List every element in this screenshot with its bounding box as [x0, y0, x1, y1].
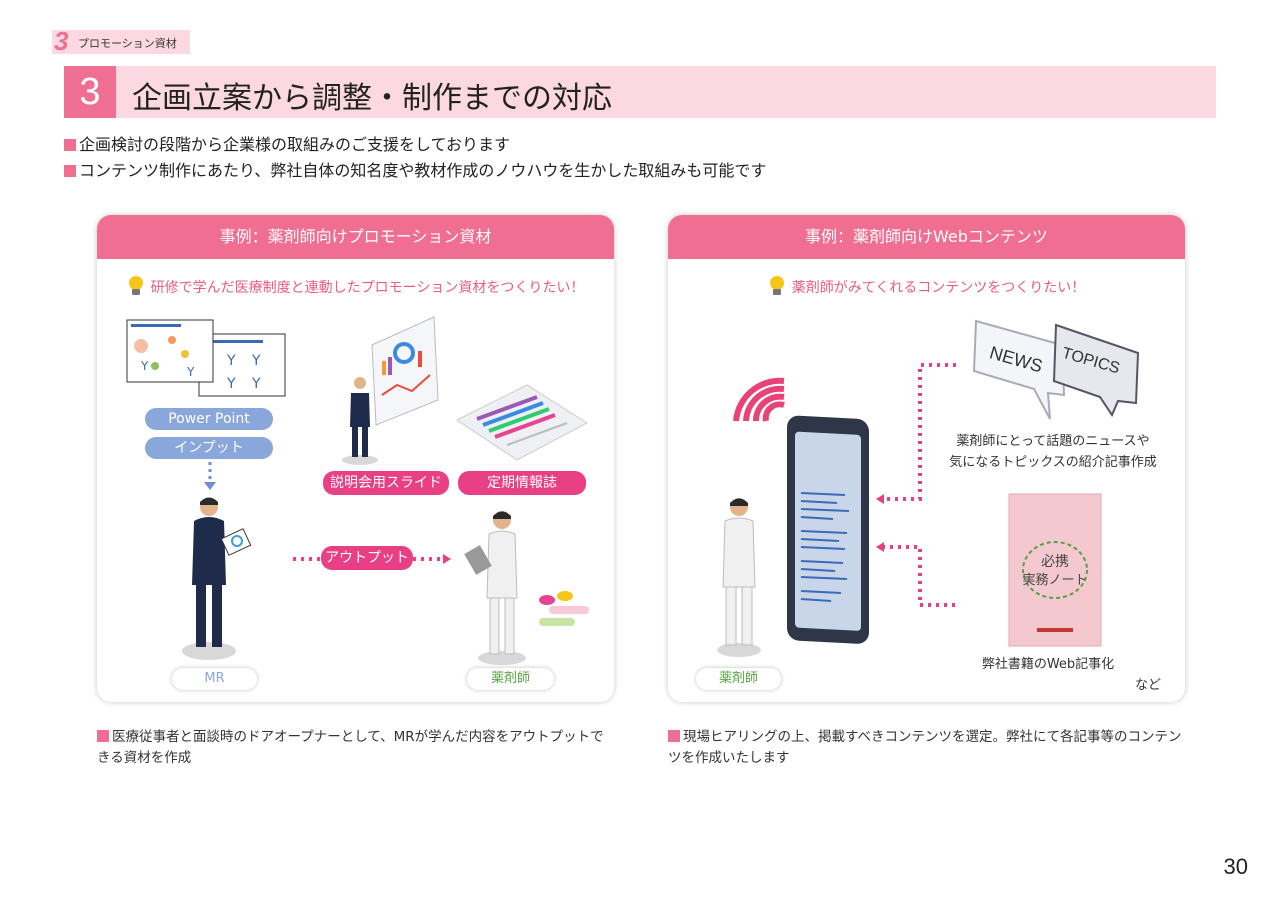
note-square-icon: [97, 730, 109, 742]
section-number: 3: [54, 26, 69, 56]
section-label: プロモーション資材: [78, 37, 177, 50]
news-topics-bubbles-illustration: NEWS TOPICS: [972, 319, 1140, 420]
news-caption-line-2: 気になるトピックスの紹介記事作成: [949, 455, 1157, 470]
page-title: 企画立案から調整・制作までの対応: [132, 81, 612, 116]
mr-label: MR: [172, 668, 257, 690]
section-tag: 3 プロモーション資材: [52, 26, 190, 56]
pharmacist-label: 薬剤師: [467, 668, 554, 690]
title-number: 3: [64, 66, 116, 118]
title-bar: 3 企画立案から調整・制作までの対応: [64, 66, 1216, 118]
powerpoint-document-icon: Y Y Y Y Y Y: [126, 319, 286, 397]
svg-text:Y: Y: [251, 353, 261, 369]
right-case-card: 事例：薬剤師向けWebコンテンツ 薬剤師がみてくれるコンテンツをつくりたい！: [668, 215, 1185, 702]
pharmacist-illustration: [464, 511, 589, 665]
bullet-square-icon: [64, 165, 76, 177]
smartphone-illustration: [787, 415, 869, 644]
book-title-line-2: 実務ノート: [1022, 572, 1087, 588]
bullet-1: 企画検討の段階から企業様の取組みのご支援をしております: [64, 131, 510, 155]
right-card-subtitle: 薬剤師がみてくれるコンテンツをつくりたい！: [668, 275, 1185, 297]
right-note: 現場ヒアリングの上、掲載すべきコンテンツを選定。弊社にて各記事等のコンテンツを作…: [668, 727, 1188, 769]
right-subtitle-text: 薬剤師がみてくれるコンテンツをつくりたい！: [791, 280, 1086, 296]
left-case-card: 事例：薬剤師向けプロモーション資材 研修で学んだ医療制度と連動したプロモーション…: [97, 215, 614, 702]
left-card-subtitle: 研修で学んだ医療制度と連動したプロモーション資材をつくりたい！: [97, 275, 614, 297]
input-label: インプット: [145, 437, 273, 459]
mr-figure-illustration: [182, 497, 252, 660]
right-note-text: 現場ヒアリングの上、掲載すべきコンテンツを選定。弊社にて各記事等のコンテンツを作…: [668, 729, 1182, 766]
presenter-illustration: [342, 316, 439, 465]
svg-text:Y: Y: [251, 376, 261, 392]
right-card-header: 事例：薬剤師向けWebコンテンツ: [668, 215, 1185, 259]
left-note: 医療従事者と面談時のドアオープナーとして、MRが学んだ内容をアウトプットできる資…: [97, 727, 617, 769]
left-subtitle-text: 研修で学んだ医療制度と連動したプロモーション資材をつくりたい！: [150, 280, 585, 296]
svg-text:Y: Y: [140, 359, 149, 373]
output-label: アウトプット: [321, 546, 413, 570]
page-number: 30: [1223, 854, 1248, 879]
svg-text:Y: Y: [226, 353, 236, 369]
wifi-signal-icon: [733, 377, 785, 422]
left-card-header: 事例：薬剤師向けプロモーション資材: [97, 215, 614, 259]
news-caption-line-1: 薬剤師にとって話題のニュースや: [956, 434, 1150, 449]
bullet-text: 企画検討の段階から企業様の取組みのご支援をしております: [79, 135, 511, 154]
left-note-text: 医療従事者と面談時のドアオープナーとして、MRが学んだ内容をアウトプットできる資…: [97, 729, 604, 766]
periodic-magazine-label: 定期情報誌: [458, 471, 586, 495]
bullet-text: コンテンツ制作にあたり、弊社自体の知名度や教材作成のノウハウを生かした取組みも可…: [79, 161, 767, 180]
bullet-square-icon: [64, 139, 76, 151]
svg-text:Y: Y: [186, 365, 195, 379]
slide-label: 説明会用スライド: [323, 471, 449, 495]
magazine-illustration: [456, 384, 588, 461]
pharmacist-figure-illustration: [717, 498, 761, 657]
book-title-line-1: 必携: [1041, 554, 1069, 570]
bullet-2: コンテンツ制作にあたり、弊社自体の知名度や教材作成のノウハウを生かした取組みも可…: [64, 157, 766, 181]
note-square-icon: [668, 730, 680, 742]
down-arrow-icon: [204, 462, 216, 490]
lightbulb-icon: [769, 276, 784, 295]
lightbulb-icon: [128, 276, 143, 295]
book-cover-illustration: 必携 実務ノート: [1008, 493, 1102, 647]
book-caption: 弊社書籍のWeb記事化: [981, 657, 1115, 672]
svg-text:Y: Y: [226, 376, 236, 392]
news-caption: 薬剤師にとって話題のニュースや気になるトピックスの紹介記事作成: [938, 431, 1168, 473]
powerpoint-label: Power Point: [145, 408, 273, 430]
connector-arrows: [876, 363, 956, 607]
etc-caption: など: [1134, 678, 1161, 693]
right-pharmacist-label: 薬剤師: [696, 668, 781, 690]
